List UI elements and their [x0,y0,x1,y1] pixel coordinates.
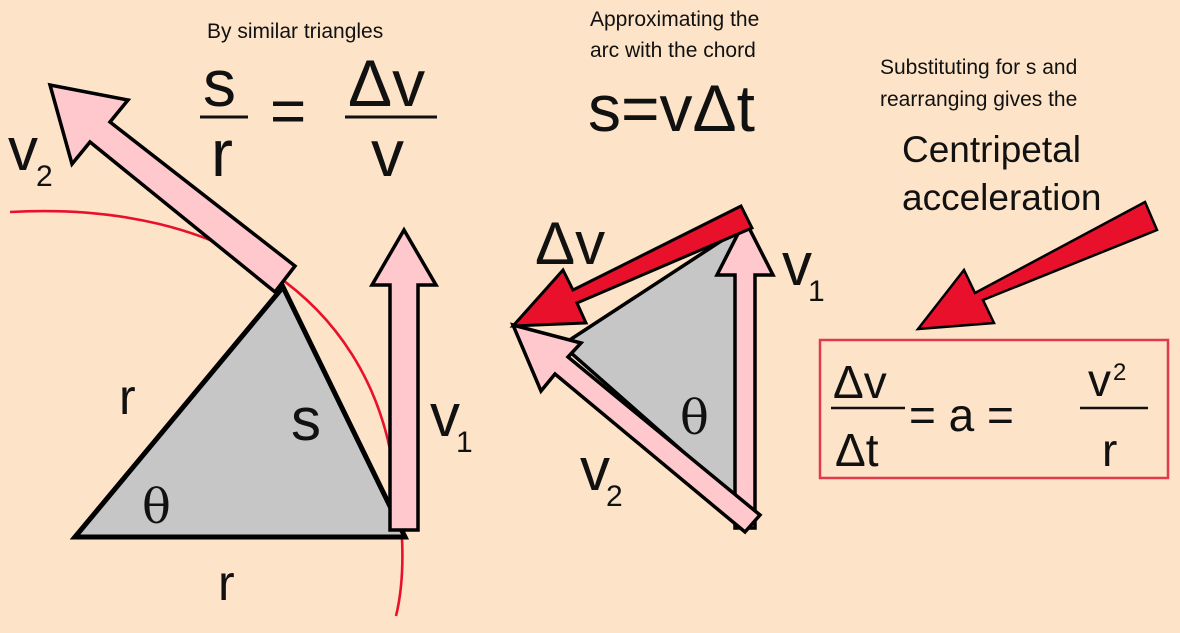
arrow-v2-middle [509,322,763,535]
v-symbol: v [430,382,460,449]
arrow-v2-left [47,82,298,295]
vector-label-v2-middle: v2 [580,436,623,513]
ratio-left-denominator: r [211,116,233,190]
result-frac2-denominator: r [1102,424,1117,476]
subscript-2: 2 [36,160,53,193]
result-frac1-denominator: Δt [835,424,879,476]
circular-arc [9,209,404,617]
vector-label-v1-middle: v1 [782,231,825,308]
subscript-2: 2 [606,480,623,513]
ratio-left-numerator: s [203,46,236,120]
v-symbol: v [8,116,38,183]
caption-approximating-line2: arc with the chord [590,39,756,62]
side-label-r-bottom: r [218,555,235,611]
ratio-right-numerator: Δv [348,46,425,120]
superscript-2: 2 [1113,359,1126,386]
chord-equation: s=vΔt [588,71,755,145]
v-symbol: v [1088,354,1111,406]
caption-substituting-line1: Substituting for s and [880,56,1077,79]
result-middle: = a = [909,389,1014,441]
subscript-1: 1 [808,275,825,308]
side-label-r-left: r [119,369,136,425]
result-frac1-numerator: Δv [833,356,887,408]
caption-centripetal: Centripetal [902,129,1081,170]
caption-similar-triangles: By similar triangles [207,20,383,43]
caption-approximating-line1: Approximating the [590,8,759,31]
result-box [818,338,1170,480]
vector-label-v1-left: v1 [430,382,473,459]
caption-substituting-line2: rearranging gives the [880,88,1077,111]
ratio-right-denominator: v [371,116,404,190]
result-frac2-numerator: v2 [1088,354,1126,406]
chord-label-s: s [291,386,321,453]
vector-label-v2-left: v2 [8,116,53,193]
result-equation: Δv Δt = a = v2 r [831,354,1148,476]
ratio-equals: = [270,77,306,146]
delta-v-label: Δv [535,210,605,277]
v-symbol: v [782,231,812,298]
arrow-v1-left [368,226,440,532]
v-symbol: v [580,436,610,503]
arrow-v1-middle [714,216,776,530]
caption-acceleration: acceleration [902,177,1102,218]
angle-label-theta-left: θ [142,479,171,535]
subscript-1: 1 [456,426,473,459]
arrow-delta-v [509,203,755,328]
pointer-arrow [915,200,1159,331]
ratio-equation: s r = Δv v [200,46,437,190]
angle-label-theta-middle: θ [680,390,709,446]
position-triangle [69,282,410,540]
